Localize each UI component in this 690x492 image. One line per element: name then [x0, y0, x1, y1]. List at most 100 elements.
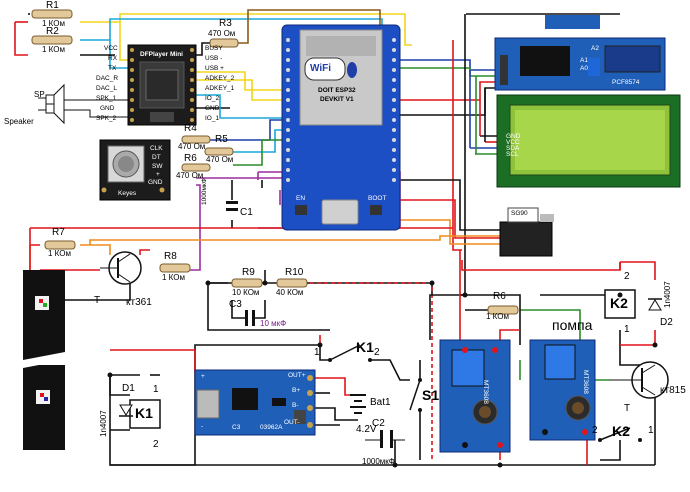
d2-model: 1n4007 — [663, 281, 672, 308]
r5-name: R5 — [215, 134, 228, 145]
capacitor-c1 — [226, 201, 238, 211]
esp32-brand: DOIT ESP32 — [318, 87, 356, 94]
boost2-label: MT3608 — [582, 370, 589, 394]
speaker-label: Speaker — [4, 117, 34, 126]
t1-name: T — [94, 295, 101, 306]
r3-name: R3 — [219, 18, 232, 29]
k1-sw-pin2: 2 — [374, 347, 380, 358]
lcd-pin-gnd: GND — [506, 133, 521, 140]
esp32-boot-label: BOOT — [368, 195, 387, 202]
r2-name: R2 — [46, 26, 59, 37]
charger-out-plus: OUT+ — [288, 372, 306, 379]
r6b-name: R6 — [493, 291, 506, 302]
k1-switch-label: K1 — [356, 339, 374, 355]
r8-name: R8 — [164, 251, 177, 262]
r4-name: R4 — [184, 123, 197, 134]
pcf-a2: A2 — [591, 45, 599, 52]
t2-model: кт815 — [660, 385, 686, 396]
relay-k2-switch — [598, 427, 642, 442]
c3-name: C3 — [229, 299, 242, 310]
charger-b-minus: B- — [292, 402, 299, 409]
boost1-label: MT3608 — [482, 380, 489, 404]
pcf-a1: A1 — [580, 57, 588, 64]
r10-name: R10 — [285, 267, 304, 278]
k1-pin1: 1 — [153, 384, 159, 395]
r6b-value: 1 КОм — [486, 312, 509, 321]
servo-label: SG90 — [511, 210, 528, 217]
c3-value: 10 мкФ — [260, 319, 287, 328]
switch-s1 — [409, 378, 422, 412]
esp32-wifi-logo: WiFi — [310, 63, 332, 74]
d2-name: D2 — [660, 317, 673, 328]
transistor-kt815 — [610, 361, 669, 399]
charger-in-plus: + — [201, 373, 205, 380]
d1-name: D1 — [122, 383, 135, 394]
k1-coil-label: K1 — [135, 405, 153, 421]
df-pin-usbm: USB - — [205, 55, 223, 62]
dfplayer-title: DFPlayer Mini — [140, 51, 183, 58]
enc-pin-clk: CLK — [150, 145, 163, 152]
enc-pin-sw: SW — [152, 163, 163, 170]
k2-pin2: 2 — [624, 271, 630, 282]
resistor-bodies — [31, 9, 519, 315]
r9-value: 10 КОм — [232, 288, 260, 297]
speaker-icon — [38, 83, 128, 125]
diode-d2 — [648, 298, 662, 311]
c2-name: C2 — [372, 418, 385, 429]
lcd-pin-vcc: VCC — [506, 139, 520, 146]
df-pin-gnd2: GND — [205, 105, 220, 112]
t2-name: T — [624, 403, 631, 414]
relay-k1-coil — [129, 399, 161, 429]
enc-pin-plus: + — [156, 171, 160, 178]
pcf-chip-label: PCF8574 — [612, 79, 640, 86]
transistor-kt361 — [100, 251, 142, 285]
df-pin-spk2: SPK_2 — [96, 115, 117, 122]
df-pin-adkey2: ADKEY_2 — [205, 75, 235, 82]
esp32-model: DEVKIT V1 — [320, 96, 354, 103]
pcf8574-module — [494, 15, 666, 91]
k2-sw-pin1: 1 — [648, 425, 654, 436]
r9-name: R9 — [242, 267, 255, 278]
enc-pin-dt: DT — [152, 154, 161, 161]
r5-value: 470 Ом — [206, 155, 234, 164]
k2-coil-label: K2 — [610, 295, 628, 311]
charger-c3: C3 — [232, 424, 241, 431]
r7-value: 1 КОм — [48, 249, 71, 258]
k1-sw-pin1: 1 — [314, 347, 320, 358]
lcd-display — [496, 94, 681, 188]
enc-pin-gnd: GND — [148, 179, 163, 186]
pump-label: помпа — [552, 317, 593, 333]
esp32-en-label: EN — [296, 195, 306, 202]
df-pin-rx: RX — [108, 55, 118, 62]
charger-out-minus: OUT- — [284, 419, 300, 426]
battery-name: Bat1 — [370, 397, 391, 408]
k1-pin2: 2 — [153, 439, 159, 450]
pcf-a0: A0 — [580, 65, 588, 72]
relay-k1-switch — [328, 344, 372, 362]
df-pin-usbp: USB + — [205, 65, 224, 72]
battery — [350, 394, 366, 414]
df-pin-io1: IO_1 — [205, 115, 220, 122]
df-pin-busy: BUSY — [205, 45, 223, 52]
encoder-label: Keyes — [118, 190, 137, 197]
charger-model: 03962A — [260, 424, 283, 431]
switch-s1-label: S1 — [422, 387, 440, 403]
df-pin-gnd: GND — [100, 105, 115, 112]
d1-model: 1n4007 — [99, 410, 108, 437]
c2-value: 1000мкФ — [362, 457, 395, 466]
r6-value: 470 Ом — [176, 171, 204, 180]
diode-d1 — [119, 404, 133, 417]
r4-value: 470 Ом — [178, 142, 206, 151]
esp32-board — [281, 24, 401, 231]
df-pin-vcc: VCC — [104, 45, 118, 52]
junctions — [107, 280, 658, 468]
r7-name: R7 — [52, 227, 65, 238]
lcd-pin-sda: SDA — [506, 145, 520, 152]
k2-switch-label: K2 — [612, 423, 630, 439]
charger-in-minus: - — [201, 423, 204, 430]
boost-converter-2 — [529, 339, 596, 441]
df-pin-dacr: DAC_R — [96, 75, 119, 82]
r1-value: 1 КОм — [42, 19, 65, 28]
